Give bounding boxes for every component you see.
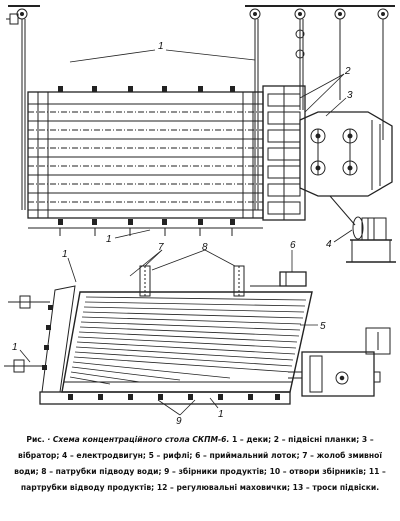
callout-4: 4 [326, 239, 332, 250]
concentration-table-diagram: 1 2 3 4 1 1 7 8 6 5 1 9 1 [4, 5, 396, 425]
callout-8: 8 [202, 242, 208, 253]
callout-5: 5 [320, 321, 326, 332]
callout-9: 9 [176, 416, 182, 425]
callout-3: 3 [347, 90, 353, 101]
product-collectors [39, 285, 291, 405]
leader-lines [19, 49, 353, 416]
caption-title: · Схема концентраційного стола СКПМ-6. [47, 435, 230, 444]
adjusting-handwheels [4, 295, 50, 373]
wash-water-inlets [139, 265, 245, 297]
callout-1-mid: 1 [106, 234, 112, 245]
callout-1-left: 1 [62, 249, 68, 260]
suspension-cables [6, 5, 395, 210]
callout-labels: 1 2 3 4 1 1 7 8 6 5 1 9 1 [12, 41, 353, 425]
decks-stack [27, 86, 264, 236]
callout-1-lower: 1 [12, 342, 18, 353]
receiving-tray [250, 271, 307, 293]
callout-1-top: 1 [158, 41, 164, 52]
riffled-deck [61, 291, 313, 393]
electric-motor [346, 216, 396, 263]
figure-caption: Рис. · Схема концентраційного стола СКПМ… [6, 432, 394, 496]
callout-1-bottom: 1 [218, 409, 224, 420]
vibrator [299, 111, 393, 226]
callout-7: 7 [158, 242, 164, 253]
drive-mechanism [288, 327, 391, 397]
callout-6: 6 [290, 240, 296, 251]
suspension-plates [262, 85, 306, 221]
caption-lead: Рис. [26, 435, 45, 444]
caption-body: 1 – деки; 2 – підвісні планки; 3 – вібра… [14, 435, 386, 492]
callout-2: 2 [344, 66, 351, 77]
